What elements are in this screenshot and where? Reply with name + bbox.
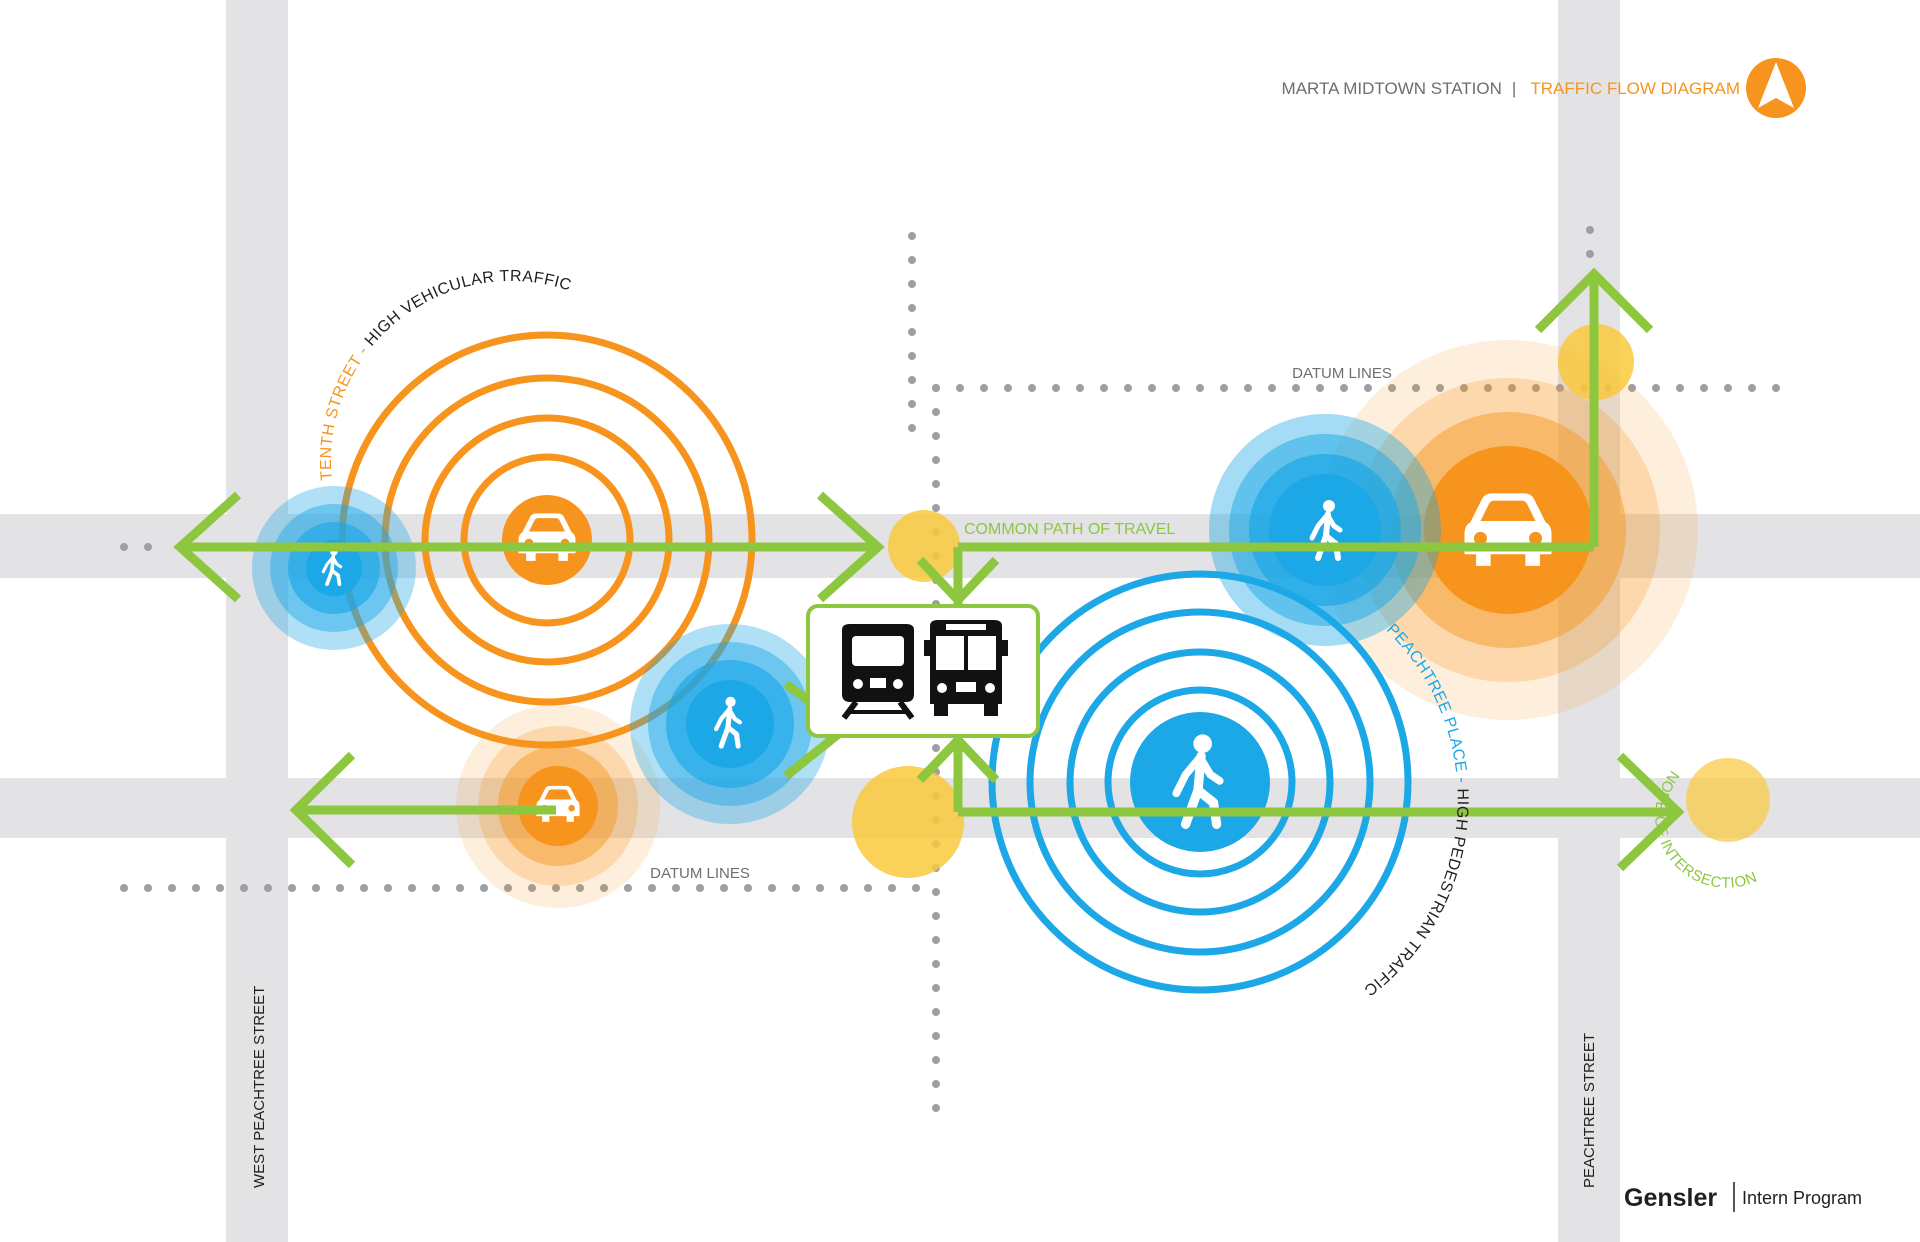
datum-lines-label-top: DATUM LINES [1292,365,1392,382]
header-title: MARTA MIDTOWN STATION|TRAFFIC FLOW DIAGR… [1282,79,1740,98]
arrowhead-into-station-bottom [916,733,1000,784]
arrowhead-north [1534,267,1654,334]
tenth-street-label: TENTH STREET - HIGH VEHICULAR TRAFFIC [318,268,574,481]
west-peachtree-street-label: WEST PEACHTREE STREET [251,986,268,1188]
peachtree-street [1558,0,1620,1242]
node-of-intersection [1686,758,1770,842]
arrowhead-west-tenth [173,491,242,603]
common-path-label: COMMON PATH OF TRAVEL [964,521,1175,538]
arrowhead-east-tenth [816,491,885,603]
car-node-east [1318,340,1698,720]
peachtree-street-label: PEACHTREE STREET [1581,1033,1598,1188]
node-common-path [888,510,960,582]
brand-name: Gensler [1624,1184,1717,1212]
intersection-nodes [852,324,1770,878]
peachtree-place-pedestrian-zone [988,570,1412,994]
program-name: Intern Program [1742,1188,1862,1208]
station-box[interactable] [806,604,1040,738]
footer-logo: Gensler Intern Program [1624,1182,1862,1212]
diagram-title: TRAFFIC FLOW DIAGRAM [1530,79,1740,98]
project-name: MARTA MIDTOWN STATION [1282,79,1502,98]
node-lower-station [852,766,964,878]
arrowhead-into-station-top [916,556,1000,607]
arrowhead-east-lower [1616,752,1685,872]
car-node-lower-west [456,704,660,908]
train-icon [841,624,915,720]
pedestrian-node-center [630,624,830,824]
north-arrow-icon [1746,58,1806,118]
flow-arrows [173,267,1685,872]
arrowhead-west-lower [289,751,356,869]
pedestrian-node-east [1209,414,1441,646]
datum-lines-label-bottom: DATUM LINES [650,865,750,882]
datum-lines [120,226,1792,1126]
west-peachtree-street [226,0,288,1242]
bus-icon [924,620,1008,716]
pedestrian-node-west [252,486,416,650]
